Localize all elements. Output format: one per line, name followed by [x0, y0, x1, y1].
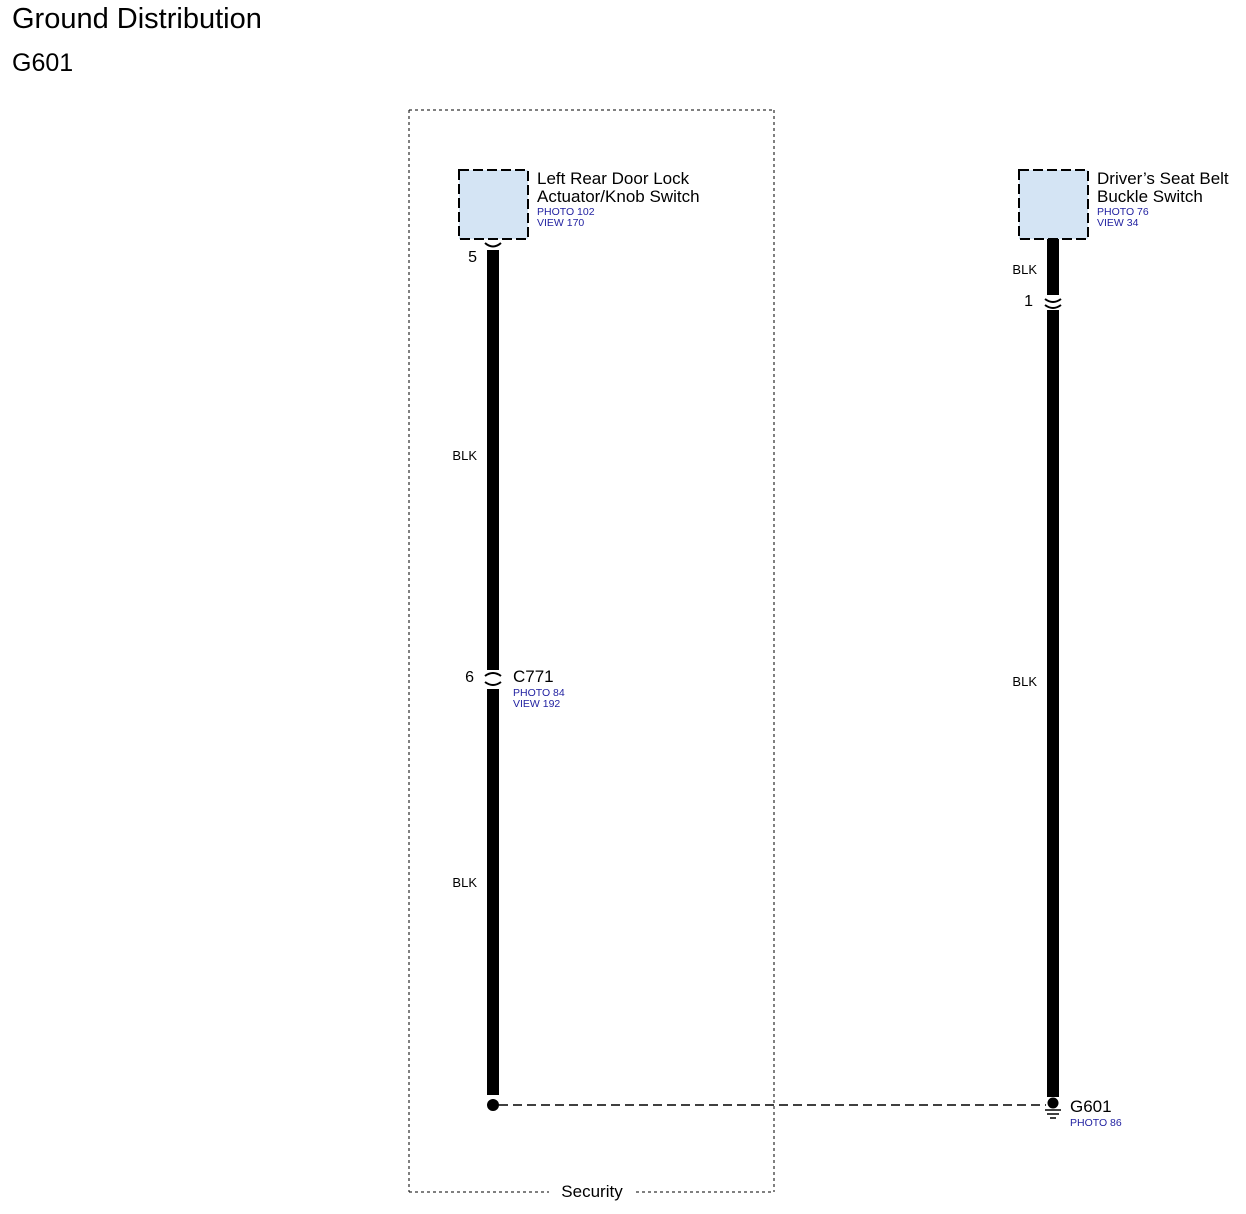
right-component-name-line1: Driver’s Seat Belt [1097, 169, 1229, 188]
page-title: Ground Distribution [12, 3, 262, 35]
security-area-boundary [408, 109, 775, 1193]
connector-photo-ref: PHOTO 84 [513, 687, 565, 699]
ground-icon [1045, 1097, 1061, 1119]
left-component-photo-ref: PHOTO 102 [537, 206, 595, 218]
connector-view-ref: VIEW 192 [513, 698, 560, 710]
left-lower-wire-color: BLK [452, 875, 477, 890]
right-component-view-ref: VIEW 34 [1097, 217, 1139, 229]
right-component-photo-ref: PHOTO 76 [1097, 206, 1149, 218]
left-rear-door-lock-component-box [458, 169, 529, 240]
left-component-name-line2: Actuator/Knob Switch [537, 187, 700, 206]
page-subtitle: G601 [12, 49, 74, 77]
connector-pin: 6 [465, 669, 474, 686]
connector-name: C771 [513, 667, 554, 686]
right-lower-wire-color: BLK [1012, 674, 1037, 689]
right-component-pin: 1 [1024, 293, 1033, 310]
right-wire [1044, 239, 1062, 1097]
left-wire [484, 242, 502, 1111]
right-upper-wire-color: BLK [1012, 262, 1037, 277]
area-label-security: Security [561, 1182, 623, 1201]
right-component-name-line2: Buckle Switch [1097, 187, 1203, 206]
left-component-name-line1: Left Rear Door Lock [537, 169, 690, 188]
ground-photo-ref: PHOTO 86 [1070, 1117, 1122, 1129]
ground-name: G601 [1070, 1097, 1112, 1116]
left-upper-wire-color: BLK [452, 448, 477, 463]
seat-belt-switch-component-box [1018, 169, 1089, 240]
left-component-view-ref: VIEW 170 [537, 217, 584, 229]
left-component-pin: 5 [468, 249, 477, 266]
